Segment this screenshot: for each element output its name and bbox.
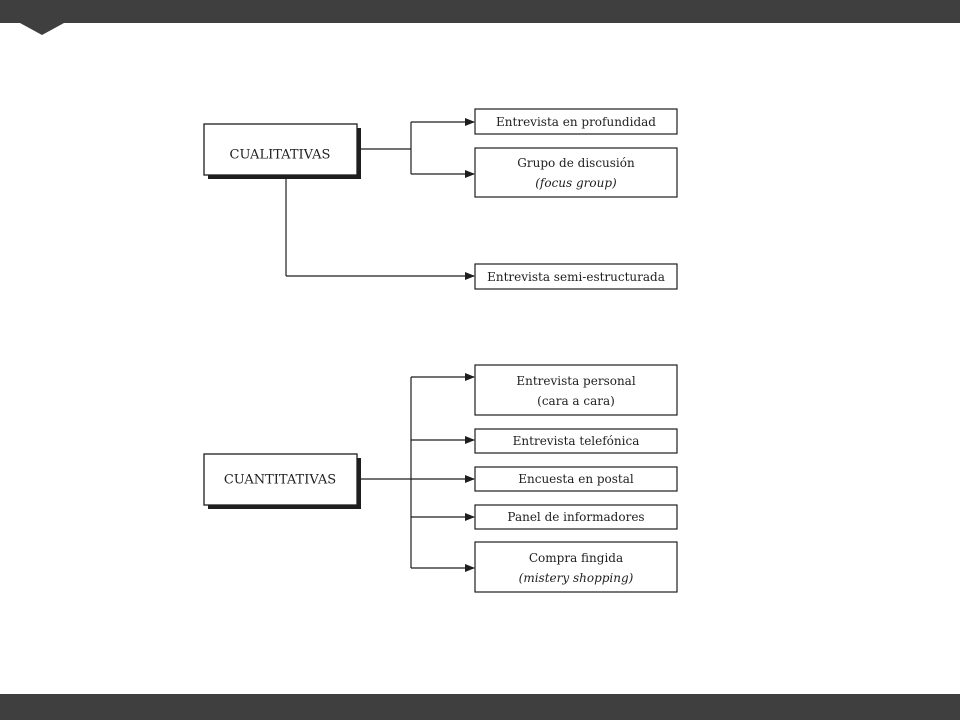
item-entrevista-semi-estructurada: Entrevista semi-estructurada: [474, 263, 678, 290]
item-label: Entrevista personal: [516, 374, 636, 388]
cualitativas-label: CUALITATIVAS: [230, 148, 331, 163]
item-label: Entrevista en profundidad: [496, 115, 656, 129]
item-panel-informadores: Panel de informadores: [474, 504, 678, 530]
item-sublabel: (mistery shopping): [519, 571, 634, 585]
item-label: Grupo de discusión: [517, 156, 635, 170]
cuantitativas-connectors: [358, 373, 475, 572]
item-encuesta-postal: Encuesta en postal: [474, 466, 678, 492]
item-sublabel: (cara a cara): [537, 394, 615, 408]
cuantitativas-group: CUANTITATIVAS Entrevista personal (cara …: [203, 364, 678, 593]
item-label: Panel de informadores: [507, 510, 644, 524]
item-label: Compra fingida: [529, 551, 623, 565]
item-entrevista-personal: Entrevista personal (cara a cara): [474, 364, 678, 416]
cuantitativas-box: CUANTITATIVAS: [203, 453, 361, 509]
item-label: Encuesta en postal: [518, 472, 634, 486]
item-compra-fingida: Compra fingida (mistery shopping): [474, 541, 678, 593]
item-grupo-discusion: Grupo de discusión (focus group): [474, 147, 678, 198]
top-bar: [0, 0, 960, 23]
item-sublabel: (focus group): [535, 176, 617, 190]
item-entrevista-profundidad: Entrevista en profundidad: [474, 108, 678, 135]
cualitativas-connectors: [285, 118, 475, 280]
item-entrevista-telefonica: Entrevista telefónica: [474, 428, 678, 454]
item-label: Entrevista semi-estructurada: [487, 270, 665, 284]
bottom-bar: [0, 694, 960, 720]
cuantitativas-label: CUANTITATIVAS: [224, 473, 336, 488]
item-label: Entrevista telefónica: [513, 434, 640, 448]
top-bar-notch: [20, 23, 64, 35]
cualitativas-group: CUALITATIVAS Entrevista en profundidad G…: [203, 108, 678, 290]
cualitativas-box: CUALITATIVAS: [203, 123, 361, 179]
